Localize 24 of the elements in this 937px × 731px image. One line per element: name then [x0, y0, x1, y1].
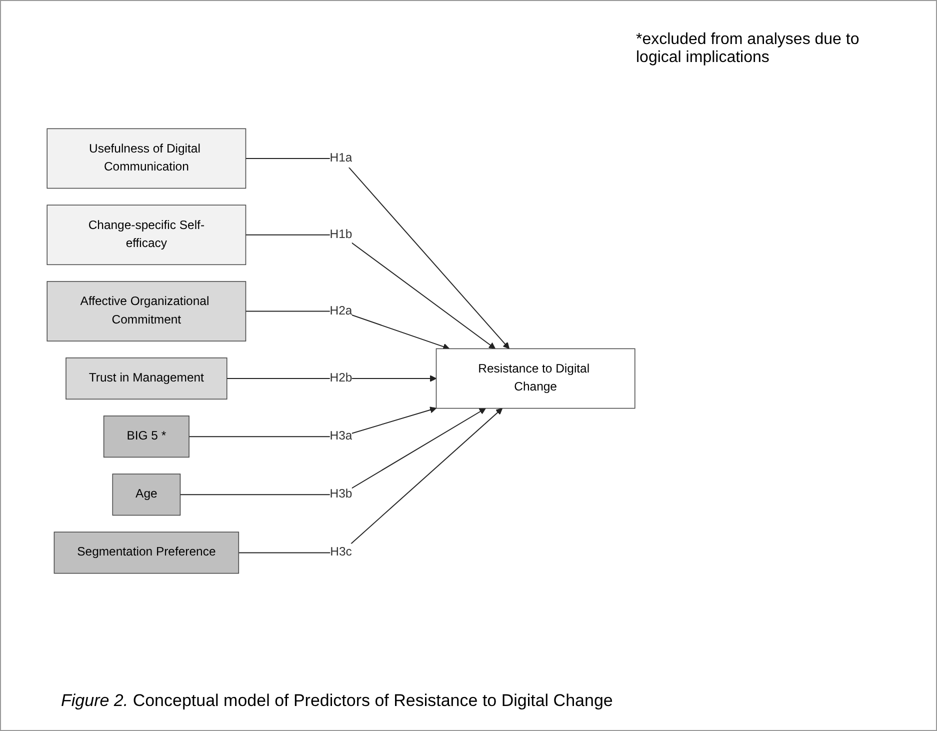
node-box: Age [112, 474, 181, 516]
node-box: Usefulness of Digital Communication [46, 128, 246, 189]
edge-label: H1b [330, 228, 352, 241]
edge-label: H2a [330, 304, 352, 318]
edge-label: H1a [330, 152, 352, 165]
edge-label: H3c [330, 546, 352, 559]
node-box: Affective Organizational Commitment [46, 281, 246, 342]
node-box: BIG 5 * [103, 416, 190, 458]
arrow [245, 310, 450, 350]
arrow [226, 375, 437, 382]
arrow [245, 234, 496, 350]
arrow [180, 408, 486, 496]
node-box: Trust in Management [66, 358, 228, 400]
arrow [238, 408, 503, 554]
edge-label: H3a [330, 430, 352, 443]
arrow [245, 158, 510, 350]
edge-label: H2b [330, 372, 352, 385]
node-box: Segmentation Preference [54, 532, 240, 574]
edge-label: H3b [330, 488, 352, 501]
node-box: Change-specific Self-efficacy [46, 204, 246, 266]
node-box: Resistance to Digital Change [436, 348, 636, 409]
arrow [188, 406, 437, 438]
figure-caption: Figure 2. Conceptual model of Predictors of Resistance to Digital Change [61, 691, 613, 711]
footnote: *excluded from analyses due to logical implications [636, 31, 860, 67]
